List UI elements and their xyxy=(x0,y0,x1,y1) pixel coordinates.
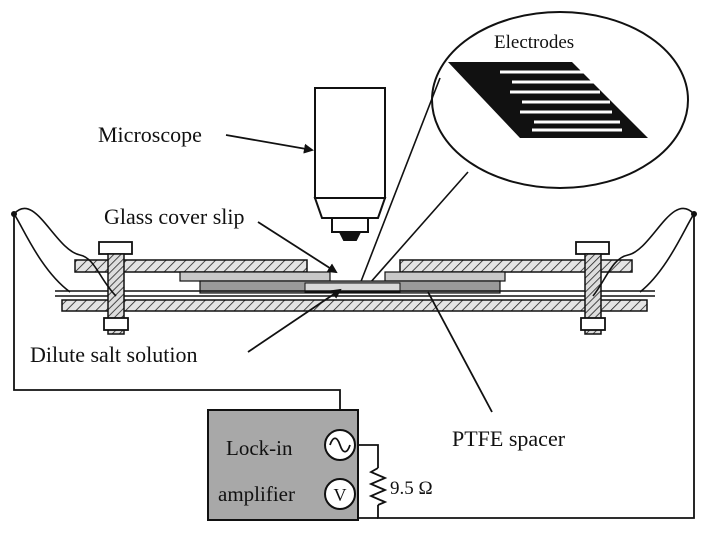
bolt-right xyxy=(575,241,610,335)
label-ptfe-spacer: PTFE spacer xyxy=(452,426,566,451)
label-electrodes: Electrodes xyxy=(494,32,574,53)
voltmeter-icon: V xyxy=(324,478,356,510)
electrode-fingers xyxy=(500,70,622,132)
cover-slip-left xyxy=(179,271,331,282)
resistor-icon xyxy=(368,467,388,506)
label-lockin: Lock-in xyxy=(226,436,293,460)
voltmeter-symbol: V xyxy=(334,485,347,505)
electrodes-callout xyxy=(359,11,689,293)
label-amplifier: amplifier xyxy=(218,482,295,506)
bottom-plate xyxy=(61,299,648,312)
salt-solution-chamber xyxy=(304,282,401,293)
leader-lines xyxy=(225,134,493,413)
bolt-left xyxy=(98,241,133,335)
label-resistor-value: 9.5 Ω xyxy=(390,478,433,499)
flow-cell xyxy=(55,259,655,312)
label-dilute-salt-solution: Dilute salt solution xyxy=(30,342,197,367)
microscope-objective xyxy=(313,87,387,241)
ac-source-icon xyxy=(324,429,356,461)
cover-slip-right xyxy=(384,271,506,282)
lead-wires xyxy=(13,207,695,297)
top-plate-right xyxy=(399,259,633,273)
label-microscope: Microscope xyxy=(98,122,202,147)
label-glass-cover-slip: Glass cover slip xyxy=(104,204,245,229)
